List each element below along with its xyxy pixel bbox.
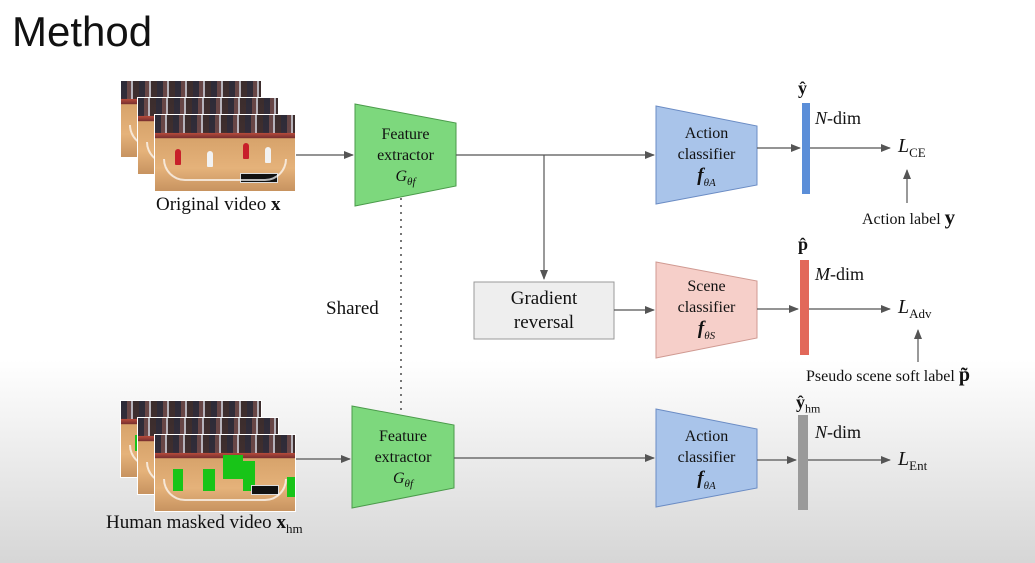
scene-classifier-symbol: fθS [697, 318, 716, 342]
gradient-reversal-line2: reversal [513, 312, 575, 333]
masked-video-label: Human masked video [106, 512, 272, 533]
action-label-text: Action label [862, 211, 941, 228]
masked-video-subscript: hm [285, 520, 303, 536]
action-classifier-line1: Action [684, 428, 729, 445]
gradient-reversal-label: Gradient reversal [474, 287, 614, 335]
action-classifier-symbol: fθA [697, 165, 716, 189]
pseudo-scene-label: Pseudo scene soft label p̃ [806, 364, 970, 387]
feature-extractor-bottom-label: Feature extractor Gθf [352, 426, 454, 495]
feature-extractor-line1: Feature [381, 126, 430, 143]
original-video-symbol: x [271, 194, 281, 215]
p-hat-symbol: p̂ [798, 234, 809, 254]
y-hat-hm-symbol: ŷhm [796, 392, 821, 416]
masked-video-symbol: x [276, 512, 286, 533]
feature-extractor-top-block [354, 103, 457, 207]
original-video-caption: Original video x [156, 194, 281, 216]
feature-extractor-bottom-block [351, 405, 455, 509]
video-frame [154, 114, 296, 192]
masked-video-caption: Human masked video xhm [106, 512, 303, 537]
action-classifier-bottom-block [655, 408, 758, 508]
loss-ce: LCE [898, 135, 926, 160]
slide-title: Method [12, 8, 153, 55]
y-hat-hm-output-bar [798, 415, 808, 510]
original-video-label: Original video [156, 194, 267, 215]
shared-label: Shared [326, 298, 379, 319]
action-label-symbol: y [944, 205, 956, 229]
y-dim-label: N-dim [815, 108, 862, 128]
loss-ent: LEnt [898, 448, 928, 473]
pseudo-scene-label-symbol: p̃ [958, 364, 970, 386]
action-classifier-line1: Action [684, 125, 729, 142]
p-dim-label: M-dim [815, 264, 864, 284]
feature-extractor-line1: Feature [379, 428, 427, 445]
action-classifier-line2: classifier [677, 146, 736, 163]
action-classifier-top-label: Action classifier fθA [656, 123, 757, 194]
action-classifier-bottom-label: Action classifier fθA [656, 426, 757, 497]
scene-classifier-label: Scene classifier fθS [656, 276, 757, 347]
p-hat-output-bar [800, 260, 809, 355]
scene-classifier-block [655, 261, 758, 359]
action-classifier-top-block [655, 105, 758, 205]
action-label: Action label y [862, 205, 955, 230]
yhm-dim-label: N-dim [815, 422, 862, 442]
gradient-reversal-line1: Gradient [510, 288, 578, 309]
action-classifier-symbol: fθA [697, 468, 716, 492]
y-hat-symbol: ŷ [798, 78, 807, 98]
feature-extractor-top-label: Feature extractor Gθf [355, 124, 456, 193]
pseudo-scene-label-text: Pseudo scene soft label [806, 368, 955, 385]
feature-extractor-line2: extractor [377, 147, 434, 164]
scene-classifier-line1: Scene [687, 278, 726, 295]
scene-classifier-line2: classifier [677, 299, 736, 316]
feature-extractor-line2: extractor [374, 449, 432, 466]
feature-extractor-symbol: Gθf [395, 168, 416, 189]
loss-adv: LAdv [898, 296, 932, 321]
feature-extractor-symbol: Gθf [392, 470, 414, 491]
action-classifier-line2: classifier [677, 449, 736, 466]
masked-video-frame [154, 434, 296, 512]
y-hat-output-bar [802, 103, 810, 194]
